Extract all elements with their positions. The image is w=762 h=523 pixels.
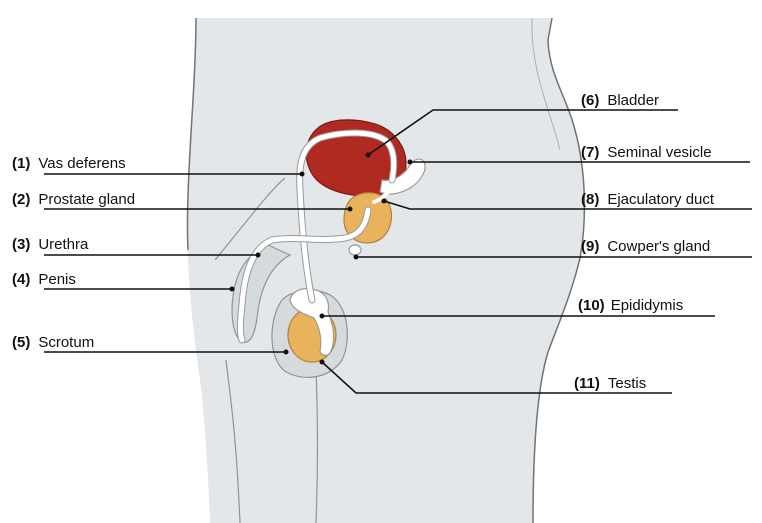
label-text: Scrotum [38,334,94,351]
labels-left: (1) Vas deferens (2) Prostate gland (3) Ure… [12,155,135,351]
leader-dot-seminal-vesicle [408,160,413,165]
label-number: (4) [12,271,30,288]
leader-dot-penis [230,287,235,292]
label-vas-deferens: (1) Vas deferens [12,155,126,172]
label-epididymis: (10) Epididymis [578,297,683,314]
label-text: Seminal vesicle [607,144,711,161]
label-text: Bladder [607,92,659,109]
label-urethra: (3) Urethra [12,236,89,253]
leader-dot-scrotum [284,350,289,355]
label-text: Testis [608,375,646,392]
label-text: Cowper's gland [607,238,710,255]
label-text: Urethra [38,236,89,253]
leader-dot-bladder [366,153,371,158]
label-number: (8) [581,191,599,208]
leader-dot-urethra [256,253,261,258]
label-number: (6) [581,92,599,109]
label-testis: (11) Testis [574,375,646,392]
leader-dot-testis [320,360,325,365]
label-scrotum: (5) Scrotum [12,334,94,351]
label-number: (1) [12,155,30,172]
label-ejaculatory-duct: (8) Ejaculatory duct [581,191,715,208]
leader-dot-vas-deferens [300,172,305,177]
label-text: Vas deferens [38,155,125,172]
label-cowpers-gland: (9) Cowper's gland [581,238,710,255]
leader-dot-prostate-gland [348,207,353,212]
cowpers-gland-organ [349,245,361,255]
leader-dot-cowpers-gland [354,255,359,260]
label-text: Penis [38,271,76,288]
label-prostate-gland: (2) Prostate gland [12,191,135,208]
label-number: (3) [12,236,30,253]
label-text: Prostate gland [38,191,135,208]
leader-dot-ejaculatory-duct [382,199,387,204]
label-number: (10) [578,297,605,314]
label-text: Ejaculatory duct [607,191,715,208]
label-number: (7) [581,144,599,161]
label-number: (9) [581,238,599,255]
label-number: (5) [12,334,30,351]
label-number: (2) [12,191,30,208]
label-seminal-vesicle: (7) Seminal vesicle [581,144,712,161]
leader-dot-epididymis [320,314,325,319]
label-penis: (4) Penis [12,271,76,288]
label-number: (11) [574,375,600,392]
label-bladder: (6) Bladder [581,92,659,109]
labels-right: (6) Bladder (7) Seminal vesicle (8) Ejacula… [574,92,715,392]
label-text: Epididymis [611,297,684,314]
